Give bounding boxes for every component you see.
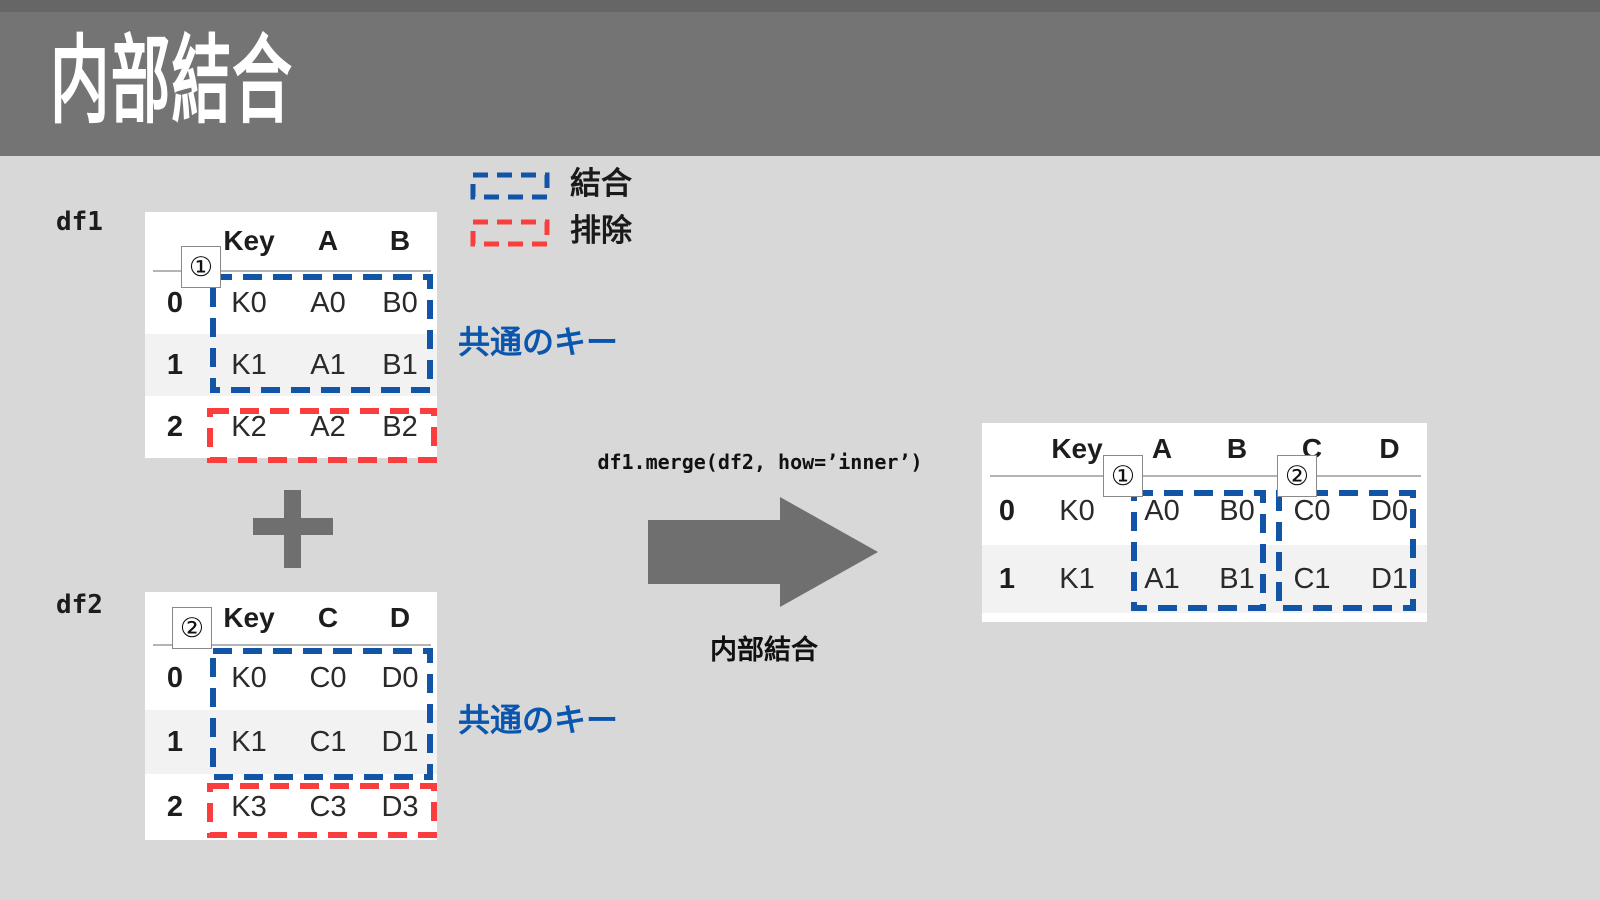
result-row-1: 1 K1 A1 B1 C1 D1 — [982, 545, 1427, 613]
table-cell: K0 — [231, 661, 267, 694]
table-cell: K1 — [231, 348, 267, 381]
df1-row-1: 1 K1 A1 B1 — [145, 334, 437, 396]
legend-exclude-swatch-icon — [470, 219, 550, 247]
df1-col-b: B — [389, 225, 411, 256]
df2-row-2: 2 K3 C3 D3 — [145, 774, 437, 840]
result-row-0: 0 K0 A0 B0 C0 D0 — [982, 477, 1427, 545]
result-col-key: Key — [1051, 433, 1103, 464]
df1-header-row: Key A B — [145, 212, 437, 270]
table-cell: C0 — [309, 661, 347, 694]
table-cell: K0 — [1059, 494, 1095, 527]
merge-code-text: df1.merge(df2, how=’inner’) — [597, 450, 923, 474]
result-marker-1-badge: ① — [1103, 455, 1143, 497]
table-cell: B0 — [1219, 494, 1255, 527]
df2-marker-badge: ② — [172, 607, 212, 649]
table-cell: K1 — [231, 725, 267, 758]
result-header-separator — [990, 475, 1421, 477]
table-cell: B1 — [1219, 562, 1255, 595]
row-index: 1 — [166, 348, 184, 381]
legend-join-label: 結合 — [570, 166, 632, 201]
title-band: 内部結合 — [0, 0, 1600, 156]
table-cell: A2 — [310, 410, 346, 443]
row-index: 0 — [166, 661, 184, 694]
df2-col-key: Key — [223, 602, 275, 633]
row-index: 1 — [166, 725, 184, 758]
table-cell: D3 — [381, 790, 419, 823]
df2-row-0: 0 K0 C0 D0 — [145, 646, 437, 710]
df2-label: df2 — [56, 590, 103, 620]
df2-common-key-annotation: 共通のキー — [458, 702, 619, 738]
table-cell: K2 — [231, 410, 267, 443]
page-title: 内部結合 — [50, 28, 294, 135]
table-cell: D0 — [381, 661, 419, 694]
df2-col-d: D — [389, 602, 411, 633]
df1-col-key: Key — [223, 225, 275, 256]
table-cell: D1 — [381, 725, 419, 758]
row-index: 2 — [166, 790, 184, 823]
legend-join-swatch-icon — [470, 172, 550, 200]
result-col-a: A — [1151, 433, 1173, 464]
table-cell: A1 — [310, 348, 346, 381]
arrow-right-icon — [648, 497, 878, 607]
table-cell: K1 — [1059, 562, 1095, 595]
legend-exclude-label: 排除 — [570, 213, 632, 248]
table-cell: K3 — [231, 790, 267, 823]
df1-common-key-annotation: 共通のキー — [458, 324, 619, 360]
table-cell: B0 — [382, 286, 418, 319]
df2-header-row: Key C D — [145, 592, 437, 644]
df1-col-a: A — [317, 225, 339, 256]
df2-row-1: 1 K1 C1 D1 — [145, 710, 437, 774]
df1-header-separator — [153, 270, 431, 272]
df1-row-2: 2 K2 A2 B2 — [145, 396, 437, 458]
result-col-d: D — [1379, 433, 1400, 464]
row-index: 1 — [998, 562, 1016, 595]
result-col-b: B — [1226, 433, 1248, 464]
table-cell: A1 — [1144, 562, 1180, 595]
table-cell: B1 — [382, 348, 418, 381]
df2-header-separator — [153, 644, 431, 646]
table-cell: C1 — [1293, 562, 1331, 595]
row-index: 0 — [998, 494, 1016, 527]
row-index: 2 — [166, 410, 184, 443]
merge-operation-label: 内部結合 — [710, 635, 818, 665]
table-cell: C3 — [309, 790, 347, 823]
result-marker-2-badge: ② — [1277, 455, 1317, 497]
df1-label: df1 — [56, 207, 103, 237]
table-cell: C0 — [1293, 494, 1331, 527]
df1-marker-badge: ① — [181, 246, 221, 288]
table-cell: D1 — [1370, 562, 1409, 595]
table-cell: D0 — [1370, 494, 1409, 527]
table-cell: A0 — [1144, 494, 1180, 527]
row-index: 0 — [166, 286, 184, 319]
df2-col-c: C — [317, 602, 339, 633]
table-cell: K0 — [231, 286, 267, 319]
table-cell: B2 — [382, 410, 418, 443]
plus-icon — [253, 490, 333, 568]
result-header-row: Key A B C D — [982, 423, 1427, 475]
result-table: Key A B C D 0 K0 A0 B0 C0 D0 1 K1 A1 B1 … — [982, 423, 1427, 622]
table-cell: A0 — [310, 286, 346, 319]
table-cell: C1 — [309, 725, 347, 758]
